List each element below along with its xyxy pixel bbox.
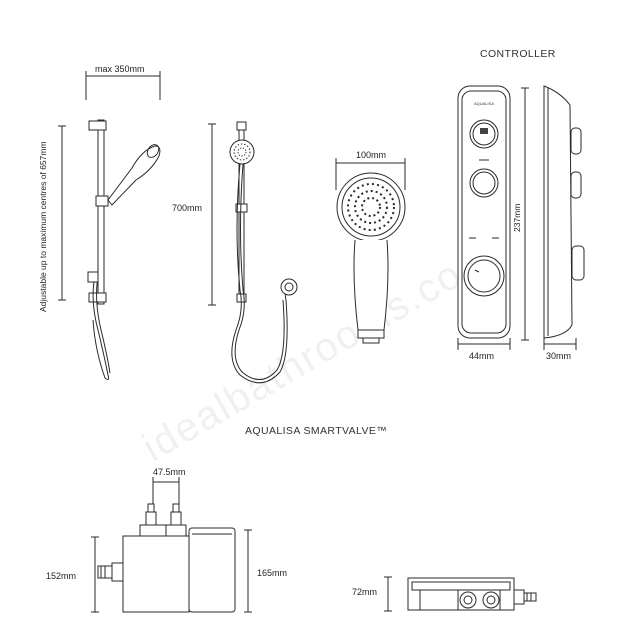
rail-kit-drawing <box>58 71 161 380</box>
handset-drawing <box>335 158 406 344</box>
rail-kit-front-drawing <box>208 121 298 384</box>
smartvalve-front-drawing <box>91 477 252 613</box>
controller-width-label: 44mm <box>469 351 495 361</box>
controller-front-drawing <box>457 85 529 350</box>
smartvalve-title: AQUALISA SMARTVALVE™ <box>245 425 388 437</box>
valve-overall-height-label: 165mm <box>257 568 288 578</box>
valve-side-depth-label: 72mm <box>352 587 378 597</box>
controller-brand-text: AQUALISA <box>474 101 494 106</box>
controller-title: CONTROLLER <box>480 48 556 60</box>
controller-side-drawing <box>543 85 585 350</box>
smartvalve-side-drawing <box>384 576 537 612</box>
kit-height-label: 700mm <box>172 203 203 213</box>
valve-inlet-centres-label: 47.5mm <box>153 467 186 477</box>
head-width-label: 100mm <box>356 150 387 160</box>
rail-width-label: max 350mm <box>95 64 145 74</box>
controller-depth-label: 30mm <box>546 351 572 361</box>
valve-body-height-label: 152mm <box>46 571 77 581</box>
